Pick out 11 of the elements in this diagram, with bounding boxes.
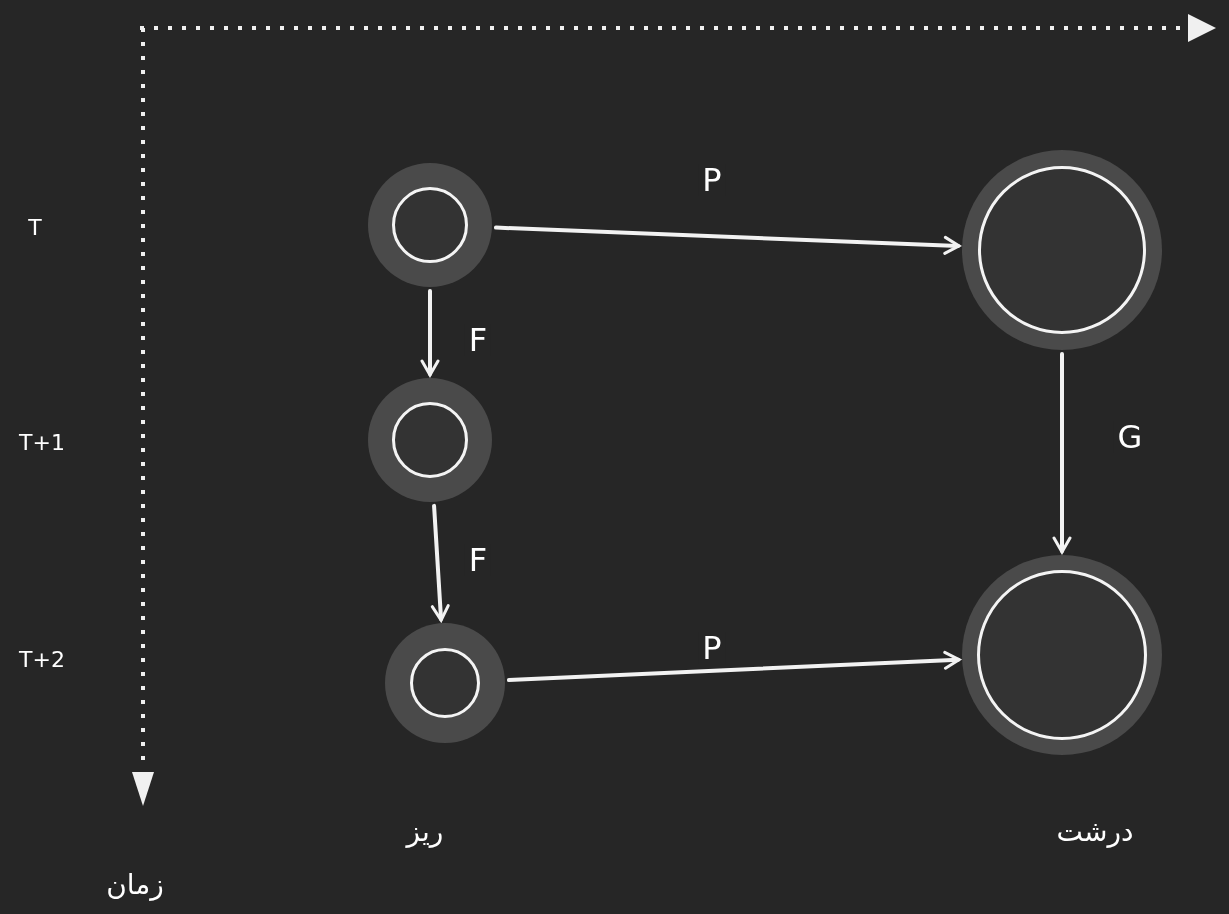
arrow bbox=[430, 503, 450, 622]
axis-label: ریز bbox=[406, 818, 444, 846]
time-step-label: T+1 bbox=[19, 432, 65, 454]
arrow bbox=[1052, 352, 1072, 554]
arrow bbox=[420, 289, 440, 377]
time-step-label: T+2 bbox=[19, 649, 65, 671]
arrow bbox=[506, 650, 961, 683]
time-step-label: T bbox=[28, 217, 42, 239]
arrow bbox=[493, 225, 961, 255]
axis-label: درشت bbox=[1056, 818, 1134, 846]
axis-label: زمان bbox=[106, 871, 164, 899]
